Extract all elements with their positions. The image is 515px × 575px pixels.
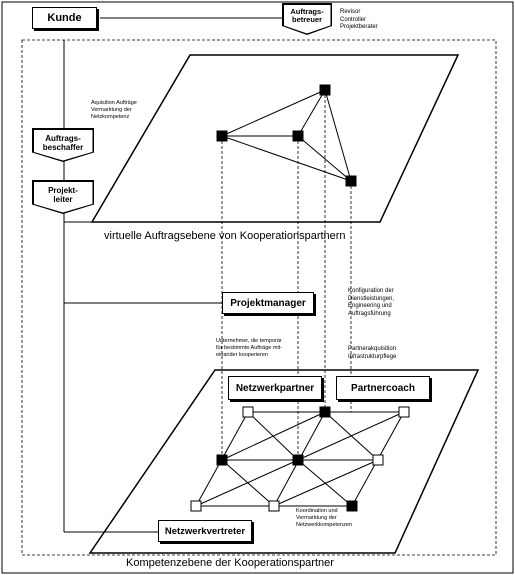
competence-node-active [216, 454, 228, 466]
virtual-node [319, 84, 331, 96]
partnercoach-box: Partnercoach [336, 376, 430, 400]
akquisition-note: Aquisition Aufträge Vermarktung der Netz… [91, 100, 137, 120]
virtual-node [345, 175, 357, 187]
virtual-network-edges [221, 89, 352, 182]
competence-grid-nodes [190, 406, 410, 512]
virtual-network-nodes [216, 84, 357, 187]
auftragsbetreuer-box: Auftrags- betreuer [282, 3, 332, 35]
projektmanager-box: Projektmanager [222, 292, 314, 314]
competence-plane-label: Kompetenzebene der Kooperationspartner [126, 557, 334, 569]
virtual-node [292, 130, 304, 142]
netzwerkvertreter-box: Netzwerkvertreter [158, 520, 252, 542]
partnerakquisition-note: Partnerakquisition Infrastrukturpflege [348, 346, 397, 360]
competence-node-active [292, 454, 304, 466]
projektleiter-box: Projekt- leiter [32, 180, 94, 214]
auftragsbetreuer-roles-note: Revisor Controller Projektberater [340, 9, 378, 30]
competence-node [268, 500, 280, 512]
competence-node [398, 406, 410, 418]
virtual-plane [90, 54, 460, 223]
competence-node [372, 454, 384, 466]
konfiguration-note: Konfiguration der Dienstleistungen, Engi… [348, 288, 395, 317]
netzwerkpartner-box: Netzwerkpartner [228, 376, 322, 400]
competence-node [190, 500, 202, 512]
virtual-plane-label: virtuelle Auftragsebene von Kooperations… [104, 230, 346, 242]
competence-plane [88, 369, 480, 554]
unternehmer-note: Unternehmer, die temporär für bestimmte … [216, 338, 283, 358]
competence-node-active [319, 406, 331, 418]
competence-node-active [346, 500, 358, 512]
competence-node [242, 406, 254, 418]
virtual-node [216, 130, 228, 142]
dashed-boundary [21, 39, 497, 556]
kunde-box: Kunde [32, 7, 97, 29]
koordination-note: Koordination und Vermarktung der Netzwer… [296, 508, 352, 528]
